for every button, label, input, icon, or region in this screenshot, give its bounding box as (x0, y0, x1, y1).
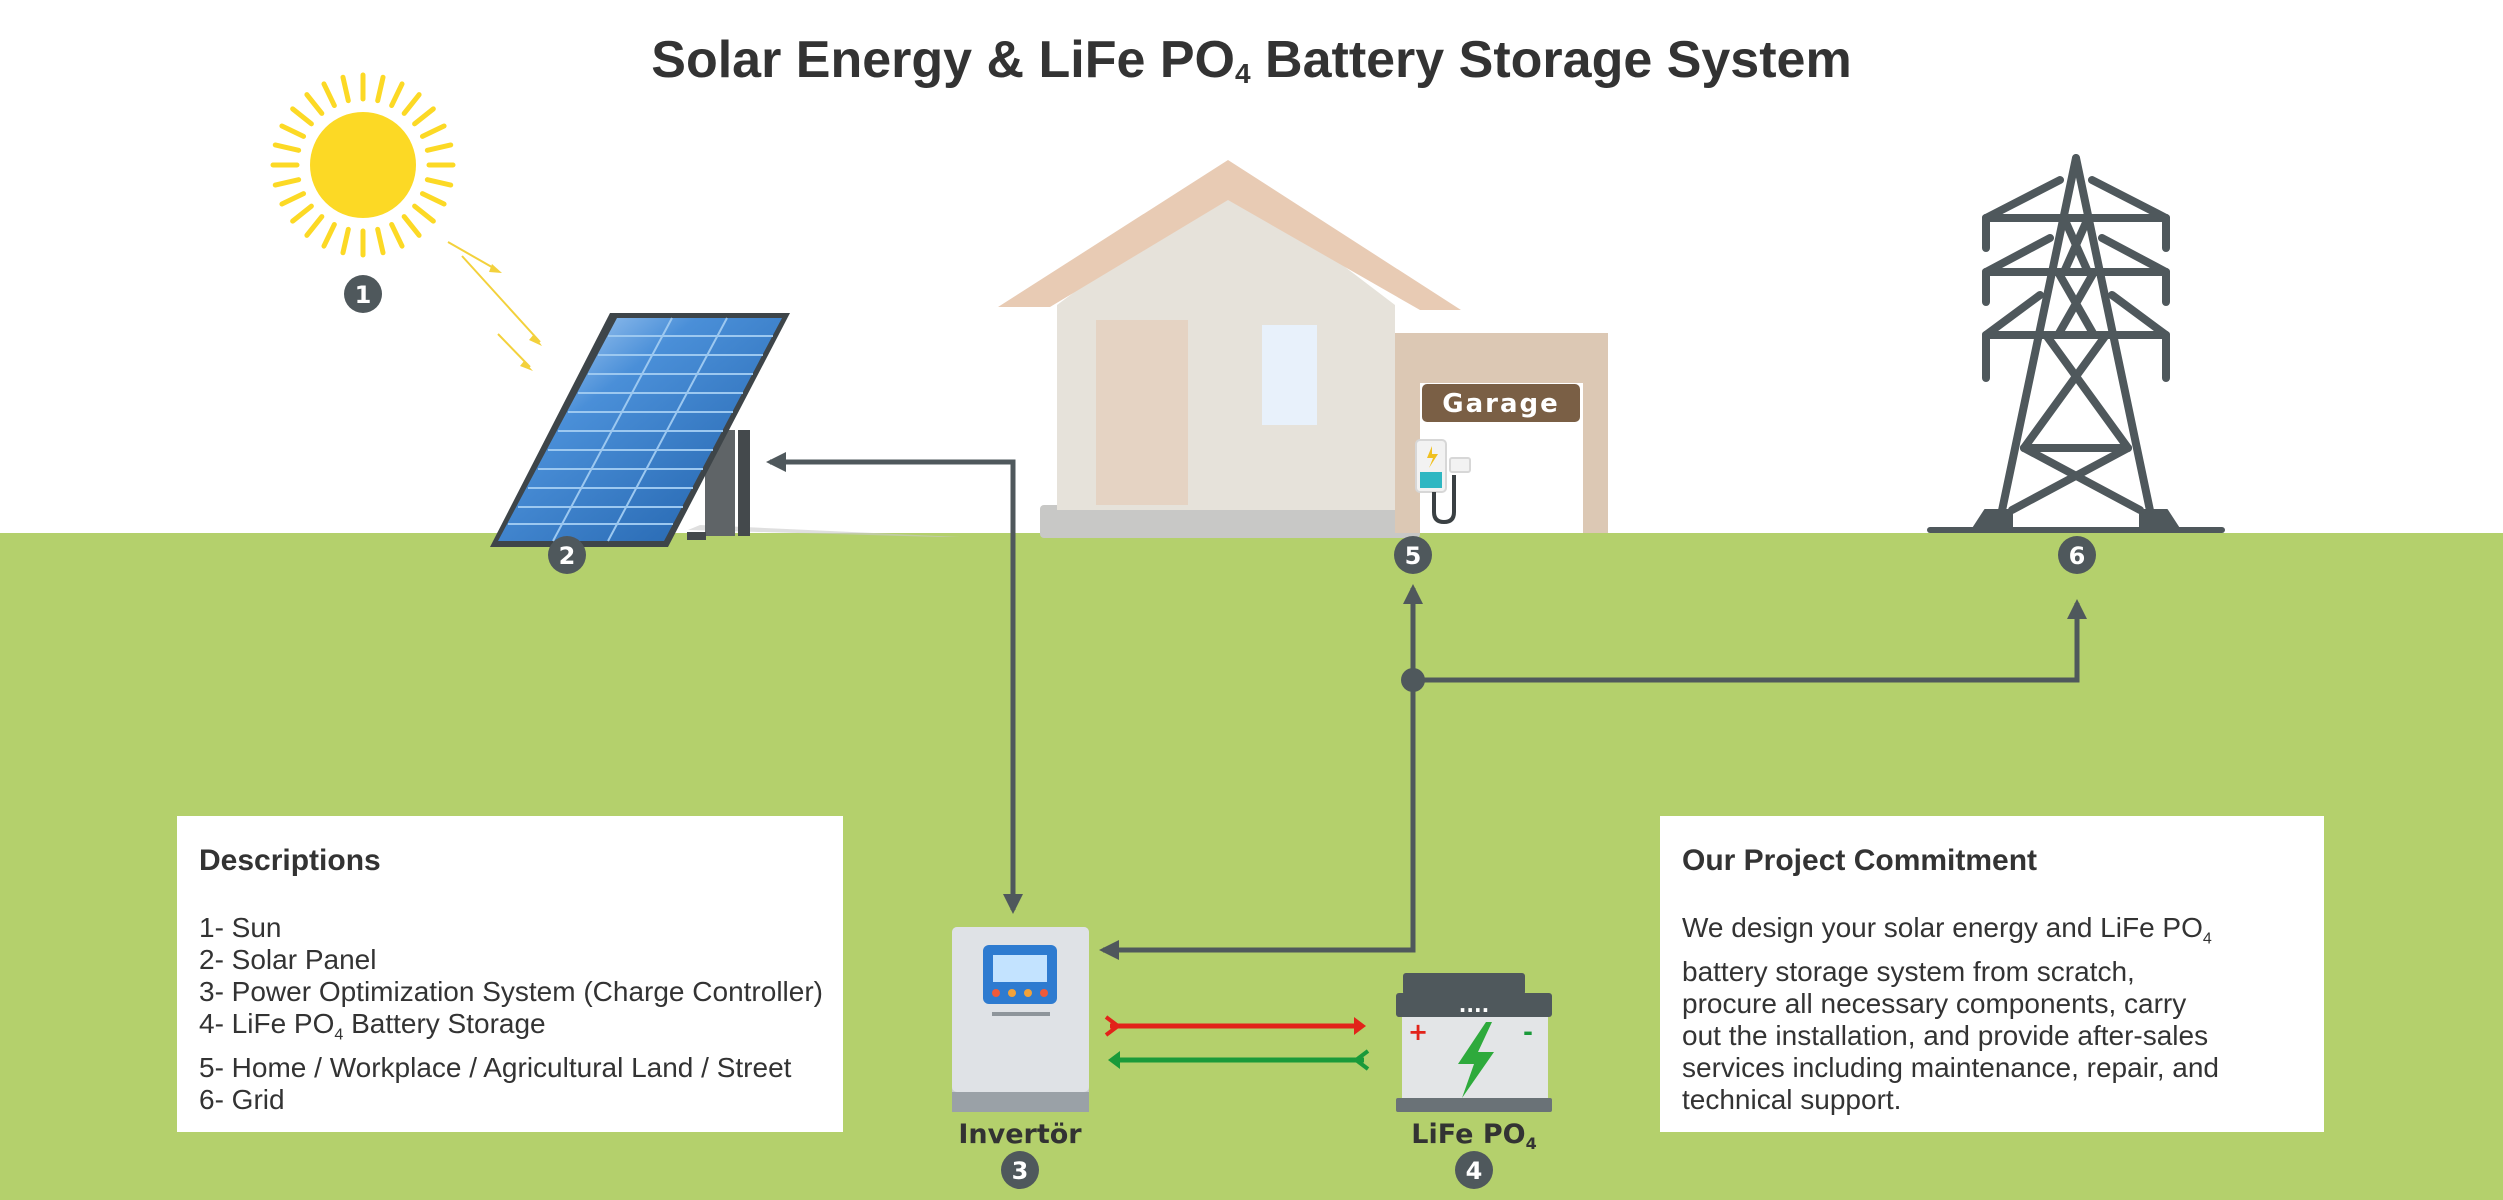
marker-6: 6 (2058, 536, 2096, 574)
sun-ray (304, 92, 325, 116)
sun-ray (290, 203, 314, 224)
sun-ray (389, 81, 405, 109)
power-tower-icon (1927, 154, 2225, 533)
battery-label: LiFe PO4 (1411, 1119, 1536, 1153)
description-item-grid: 6- Grid (199, 1083, 285, 1115)
inverter-label: Invertör (958, 1119, 1082, 1150)
commitment-line: technical support. (1682, 1083, 1902, 1115)
sun-ray (419, 123, 447, 139)
svg-text:2: 2 (559, 542, 576, 570)
descriptions-panel: Descriptions 1- Sun 2- Solar Panel 3- Po… (177, 816, 843, 1132)
sun-ray (290, 106, 314, 127)
sun-ray (412, 106, 436, 127)
description-item-solar-panel: 2- Solar Panel (199, 944, 377, 975)
inverter-to-junction-wire (1099, 584, 1423, 960)
description-item-battery-sub: 4 (334, 1026, 344, 1044)
commitment-heading: Our Project Commitment (1682, 844, 2038, 877)
commitment-line-sub: 4 (2202, 930, 2212, 948)
commitment-panel: Our Project Commitment We design your so… (1660, 816, 2324, 1132)
commitment-line: battery storage system from scratch, (1682, 955, 2135, 987)
svg-text:1: 1 (355, 281, 372, 309)
solar-panel-icon (490, 313, 960, 547)
description-item-battery-text: 4- LiFe PO (199, 1008, 335, 1039)
inverter-icon (952, 927, 1089, 1112)
sun-ray (321, 81, 337, 109)
marker-2: 2 (548, 536, 586, 574)
commitment-line: out the installation, and provide after-… (1682, 1019, 2209, 1051)
sun-ray (424, 142, 454, 153)
sun-ray (279, 191, 307, 207)
panel-to-inverter-wire (766, 452, 1023, 914)
descriptions-list: 1- Sun 2- Solar Panel 3- Power Optimizat… (199, 912, 823, 1116)
charge-arrow (1104, 1015, 1366, 1037)
battery-label-sub: 4 (1526, 1134, 1537, 1153)
sun-ray (375, 226, 386, 256)
house-icon: Garage (998, 160, 1608, 538)
description-item-battery-after: Battery Storage (343, 1008, 546, 1039)
sun-ray (389, 221, 405, 249)
description-item-sun: 1- Sun (199, 912, 282, 943)
ev-charger-icon (1415, 439, 1471, 525)
discharge-arrow (1108, 1049, 1370, 1071)
junction-to-grid-wire (1413, 599, 2087, 683)
svg-text:4: 4 (1466, 1157, 1483, 1185)
sun-icon (270, 72, 542, 371)
marker-4: 4 (1455, 1151, 1493, 1189)
svg-text:6: 6 (2069, 542, 2086, 570)
battery-label-main: LiFe PO (1411, 1119, 1525, 1150)
sun-ray (401, 214, 422, 238)
commitment-text: We design your solar energy and LiFe PO4… (1682, 912, 2302, 1116)
commitment-line: procure all necessary components, carry (1682, 987, 2187, 1019)
sun-ray (340, 226, 351, 256)
battery-minus: - (1523, 1018, 1533, 1046)
wire-junction (1401, 668, 1425, 692)
sun-ray (424, 177, 454, 188)
sun-ray (321, 221, 337, 249)
sun-ray (272, 142, 302, 153)
svg-text:3: 3 (1012, 1157, 1029, 1185)
battery-plus: + (1408, 1018, 1428, 1046)
sun-ray (340, 74, 351, 104)
garage-sign-label: Garage (1442, 389, 1560, 419)
sun-ray (419, 191, 447, 207)
sun-ray (401, 92, 422, 116)
sun-ray (375, 74, 386, 104)
description-item-charge-controller: 3- Power Optimization System (Charge Con… (199, 976, 823, 1007)
marker-1: 1 (344, 275, 382, 313)
page-title: Solar Energy & LiFe PO4 Battery Storage … (0, 30, 2503, 90)
title-text-before: Solar Energy & LiFe PO (651, 31, 1235, 89)
sun-ray (304, 214, 325, 238)
svg-text:5: 5 (1405, 542, 1422, 570)
title-subscript: 4 (1235, 58, 1251, 89)
description-item-battery: 4- LiFe PO4 Battery Storage (199, 1008, 821, 1052)
commitment-line: We design your solar energy and LiFe PO4 (1682, 912, 2302, 956)
commitment-line-text: We design your solar energy and LiFe PO (1682, 912, 2203, 943)
sun-ray (412, 203, 436, 224)
battery-screen-dots: .... (1459, 993, 1489, 1017)
title-text-after: Battery Storage System (1250, 31, 1852, 89)
descriptions-heading: Descriptions (199, 844, 381, 877)
sun-ray (279, 123, 307, 139)
battery-icon: .... + - (1396, 973, 1552, 1112)
sun-ray (272, 177, 302, 188)
connection-wires (766, 452, 2087, 960)
description-item-home: 5- Home / Workplace / Agricultural Land … (199, 1051, 792, 1083)
marker-5: 5 (1394, 536, 1432, 574)
marker-3: 3 (1001, 1151, 1039, 1189)
commitment-line: services including maintenance, repair, … (1682, 1051, 2219, 1083)
